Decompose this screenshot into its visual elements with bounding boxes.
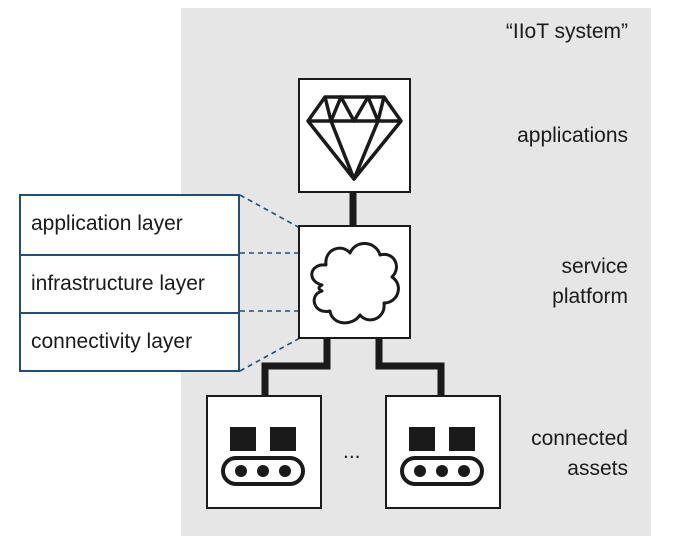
layer-stack: application layer infrastructure layer c… [19,194,240,372]
layer-application: application layer [31,212,183,235]
cloud-icon [310,242,400,325]
asset-ellipsis: ... [343,440,361,463]
system-label: “IIoT system” [505,20,628,43]
connected-assets-label-line1: connected [531,427,628,450]
dashed-line-top [239,194,301,229]
layer-infrastructure: infrastructure layer [21,254,238,312]
platform-to-asset-right-line [375,336,445,400]
platform-to-asset-left-line [261,336,331,400]
service-platform-label-line2: platform [552,285,628,308]
conveyor-icon [221,427,305,486]
service-platform-box [298,225,411,339]
connected-assets-label-line2: assets [567,457,628,480]
connected-asset-box-left [206,395,322,509]
connected-asset-box-right [385,395,501,509]
service-platform-label-line1: service [561,255,628,278]
applications-box [298,78,411,193]
dashed-line-bottom [239,337,301,372]
conveyor-icon [400,427,484,486]
applications-label: applications [517,124,628,147]
layer-connectivity: connectivity layer [21,312,238,370]
diamond-icon [306,95,403,181]
